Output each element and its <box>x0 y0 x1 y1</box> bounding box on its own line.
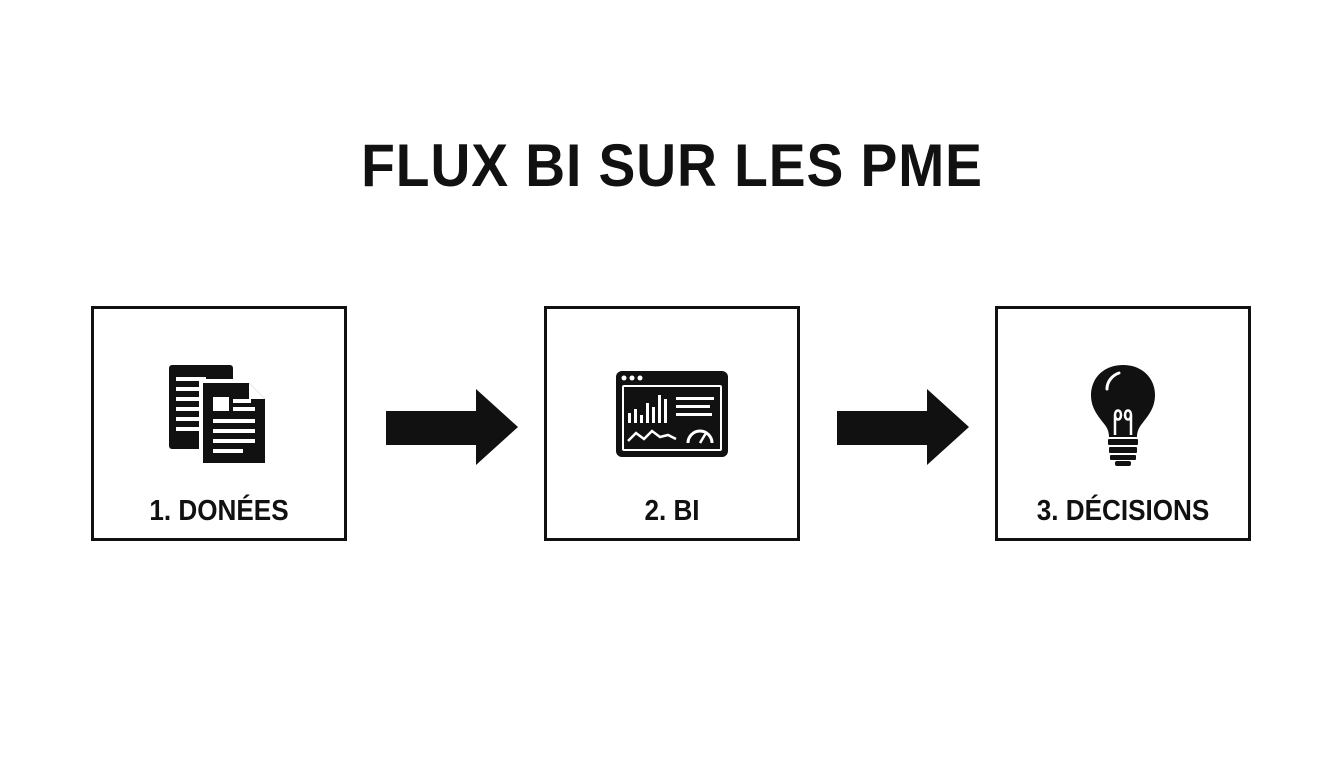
step-box-bi: 2. BI <box>544 306 800 541</box>
arrow-right-icon <box>386 389 520 470</box>
documents-icon <box>94 349 344 479</box>
lightbulb-icon <box>998 349 1248 479</box>
step-box-data: 1. DONÉES <box>91 306 347 541</box>
step-box-decisions: 3. DÉCISIONS <box>995 306 1251 541</box>
diagram-title: FLUX BI SUR LES PME <box>361 132 983 199</box>
step-label-decisions: 3. DÉCISIONS <box>1036 495 1210 527</box>
arrow-right-icon <box>837 389 971 470</box>
dashboard-icon <box>547 349 797 479</box>
step-label-data: 1. DONÉES <box>149 495 289 527</box>
step-label-bi: 2. BI <box>644 495 700 527</box>
